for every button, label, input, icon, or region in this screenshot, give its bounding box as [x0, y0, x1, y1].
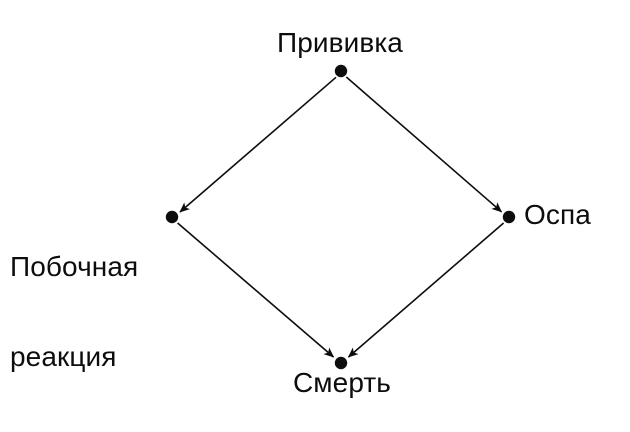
dag-nodes [165, 64, 516, 370]
node-label-side-reaction: Побочная реакция [10, 192, 162, 432]
node-death[interactable] [334, 356, 348, 370]
edge-smallpox-to-death [347, 222, 505, 358]
node-label-smallpox: Оспа [524, 199, 591, 230]
edge-vaccination-to-smallpox [345, 76, 503, 213]
node-label-vaccination: Прививка [277, 27, 403, 58]
node-side-reaction[interactable] [165, 210, 179, 224]
edge-side-reaction-to-death [177, 222, 335, 358]
dag-edges [177, 76, 505, 358]
node-label-side-reaction-line-2: реакция [10, 341, 117, 372]
node-label-side-reaction-line-1: Побочная [10, 251, 139, 282]
node-label-death: Смерть [292, 367, 391, 398]
node-vaccination[interactable] [334, 64, 348, 78]
edge-vaccination-to-side-reaction [179, 76, 337, 213]
node-smallpox[interactable] [502, 210, 516, 224]
